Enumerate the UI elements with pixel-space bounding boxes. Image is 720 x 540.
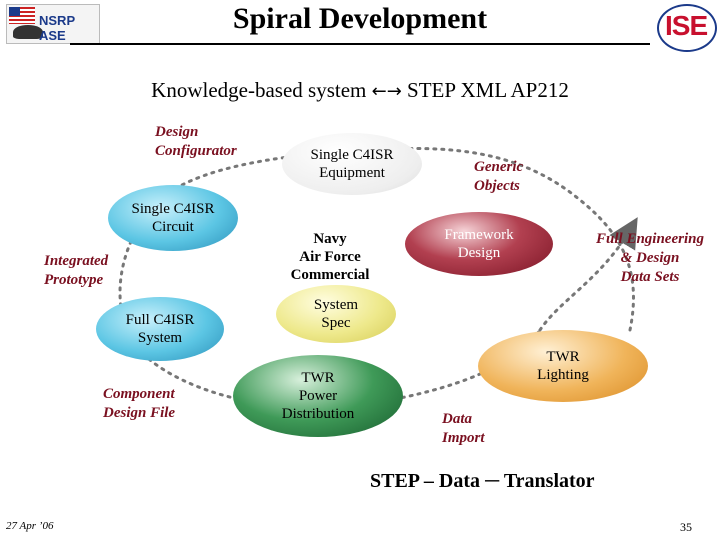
bidirectional-arrow-icon: ←→	[371, 81, 402, 102]
page-number: 35	[680, 520, 692, 534]
subtitle-right: STEP XML AP212	[407, 78, 569, 102]
subtitle-left: Knowledge-based system	[151, 78, 367, 102]
page-title: Spiral Development	[232, 2, 488, 35]
nsrp-ase-logo: NSRP ASE	[6, 4, 100, 44]
bottom-caption: STEP – Data ─ Translator	[370, 470, 595, 492]
ise-logo-text: ISE	[665, 10, 708, 41]
ise-logo: ISE	[657, 4, 717, 52]
footer-date: 27 Apr ’06	[6, 520, 54, 532]
subtitle: Knowledge-based system ←→ STEP XML AP212	[60, 78, 660, 103]
title-rule	[70, 43, 650, 45]
ise-logo-ring	[657, 4, 717, 52]
eagle-icon	[13, 25, 43, 39]
flag-canton	[9, 7, 20, 16]
nsrp-ase-logo-text: NSRP ASE	[39, 13, 75, 43]
